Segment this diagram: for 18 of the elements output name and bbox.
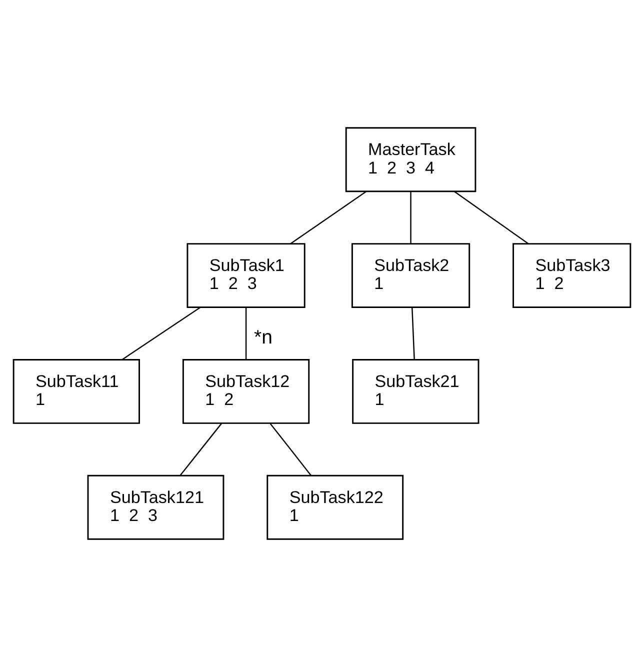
connector: [270, 423, 312, 476]
connector: [180, 423, 222, 476]
connector: [410, 192, 412, 244]
node-box: SubTask121 1 2 3: [87, 474, 224, 540]
connector: [454, 191, 529, 244]
connector: [412, 308, 415, 360]
node-box: SubTask11 1: [12, 359, 140, 424]
node-box: SubTask3 1 2: [512, 243, 632, 308]
node-box: SubTask1 1 2 3: [186, 243, 306, 308]
connector: [290, 191, 367, 244]
node-box: SubTask12 1 2: [182, 359, 310, 424]
node-box: SubTask21 1: [352, 359, 480, 424]
node-box: SubTask2 1: [351, 243, 470, 308]
node-box: MasterTask 1 2 3 4: [345, 127, 476, 192]
edge-label: *n: [254, 326, 273, 349]
connector: [122, 306, 200, 360]
node-box: SubTask122 1: [266, 474, 404, 540]
connector: [245, 308, 247, 360]
